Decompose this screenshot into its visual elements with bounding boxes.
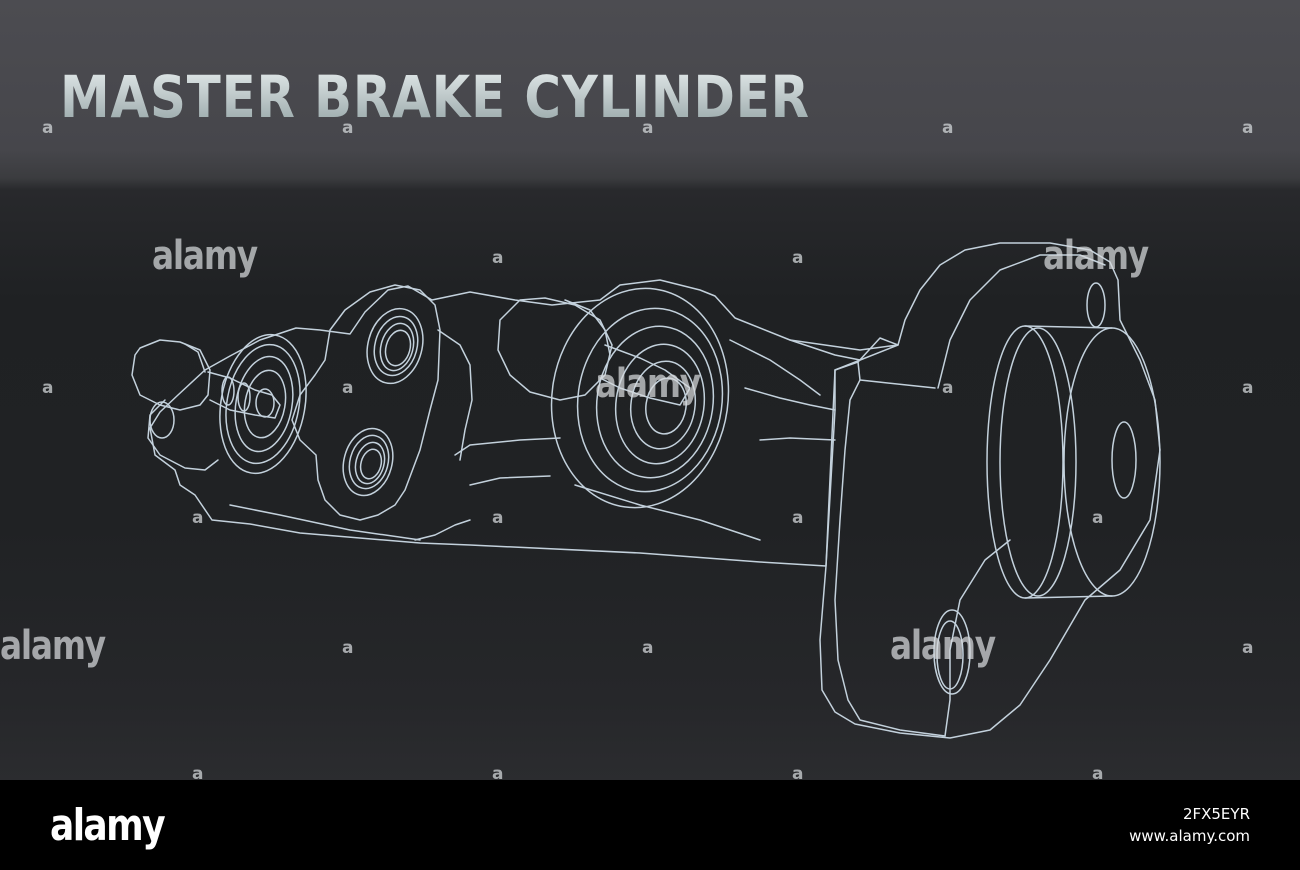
watermark-mark: a xyxy=(1092,764,1104,780)
footer-logo: alamy xyxy=(50,800,166,851)
watermark-mark: a xyxy=(492,764,504,780)
watermark: alamy xyxy=(0,623,106,669)
watermark: alamy xyxy=(1043,233,1149,279)
mounting-flange-edge xyxy=(857,361,936,389)
diagram-title: MASTER BRAKE CYLINDER xyxy=(60,63,810,131)
watermark-mark: a xyxy=(792,248,804,268)
watermark-mark: a xyxy=(642,638,654,658)
footer-bar: alamy 2FX5EYR www.alamy.com xyxy=(0,780,1300,870)
body-rib xyxy=(454,437,561,456)
left-flange xyxy=(147,399,219,471)
watermark-mark: a xyxy=(342,378,354,398)
watermark-mark: a xyxy=(792,508,804,528)
mounting-flange xyxy=(819,242,1161,739)
body-rib xyxy=(789,339,861,361)
flange-upper-bolt-hole xyxy=(1086,282,1106,328)
body-rib xyxy=(469,475,551,486)
watermark-mark: a xyxy=(192,764,204,780)
watermark-mark: a xyxy=(1092,508,1104,528)
watermark-mark: a xyxy=(342,638,354,658)
left-reservoir-seat xyxy=(219,333,307,475)
watermark-mark: a xyxy=(342,118,354,138)
mounting-flange-edge xyxy=(834,379,946,737)
watermark-mark: a xyxy=(942,118,954,138)
watermark: alamy xyxy=(152,233,258,279)
watermark-mark: a xyxy=(42,118,54,138)
cylinder-body-outline xyxy=(149,279,899,567)
watermark: alamy xyxy=(595,361,701,407)
pushrod-boss xyxy=(986,325,1161,599)
mounting-flange-edge xyxy=(944,539,1011,737)
watermark-mark: a xyxy=(1242,118,1254,138)
watermark: alamy xyxy=(890,623,996,669)
body-rib xyxy=(574,484,761,541)
footer-image-info: 2FX5EYR www.alamy.com xyxy=(1129,803,1250,847)
port-housing-side xyxy=(437,329,473,461)
left-flange-hole xyxy=(149,401,175,439)
watermark-mark: a xyxy=(492,248,504,268)
left-fitting xyxy=(131,339,281,419)
watermark-mark: a xyxy=(42,378,54,398)
watermark-mark: a xyxy=(1242,378,1254,398)
flange-lower-bolt-hole xyxy=(933,609,971,695)
watermark-mark: a xyxy=(942,378,954,398)
body-rib xyxy=(744,387,836,411)
right-reservoir-seat xyxy=(550,287,730,509)
watermark-mark: a xyxy=(492,508,504,528)
master-brake-cylinder-drawing xyxy=(131,242,1161,739)
lower-threaded-port xyxy=(342,427,394,497)
watermark-mark: a xyxy=(1242,638,1254,658)
image-id: 2FX5EYR xyxy=(1182,805,1250,823)
watermark-mark: a xyxy=(192,508,204,528)
watermark-mark: a xyxy=(642,118,654,138)
upper-threaded-port xyxy=(366,307,424,385)
body-lower-edge xyxy=(229,504,421,541)
right-fitting xyxy=(497,297,691,406)
body-rib xyxy=(729,339,821,396)
site-url: www.alamy.com xyxy=(1129,827,1250,845)
body-side-contour xyxy=(414,519,471,541)
body-rib xyxy=(759,437,836,441)
watermark-mark: a xyxy=(792,764,804,780)
port-housing xyxy=(291,284,441,521)
mounting-flange-edge xyxy=(937,254,1106,389)
illustration-canvas: MASTER BRAKE CYLINDER xyxy=(0,0,1300,780)
